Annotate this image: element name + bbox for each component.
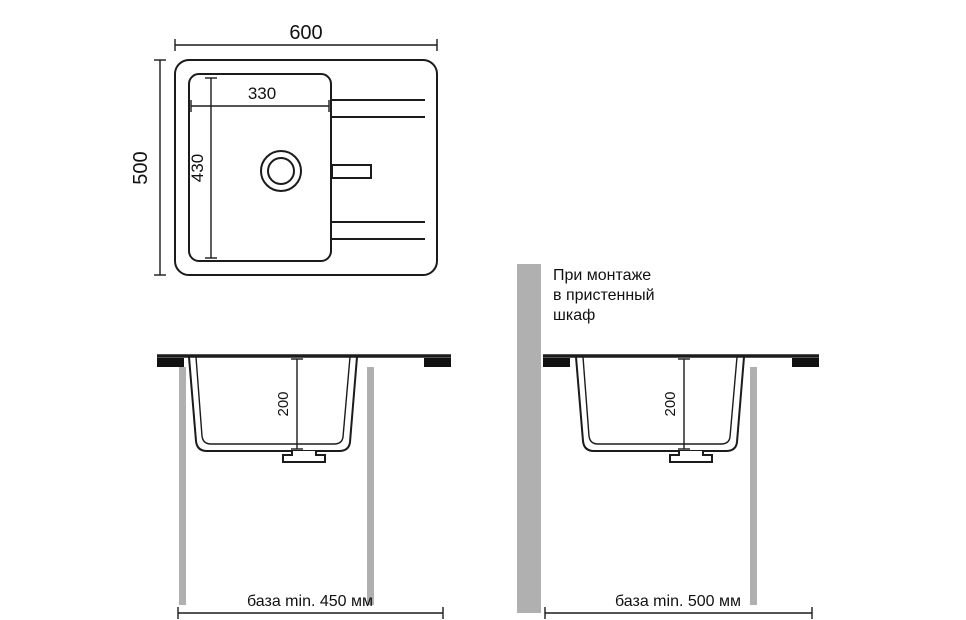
cabinet-leg-left — [179, 367, 186, 605]
dim-bowl-height: 200 — [662, 358, 690, 450]
bowl-inner-wall — [195, 356, 351, 445]
drain-outer-ring — [260, 150, 302, 192]
faucet-hole — [331, 164, 372, 179]
bowl-inner-wall — [582, 356, 738, 445]
dim-bowl-depth: 430 — [188, 77, 217, 259]
note-line-3: шкаф — [553, 307, 595, 324]
dim-bowl-height: 200 — [275, 358, 303, 450]
dim-overall-width-label: 600 — [289, 22, 322, 44]
drain-trap — [669, 451, 713, 463]
dim-base-500: база min. 500 мм — [544, 593, 813, 619]
dim-overall-depth-label: 500 — [130, 151, 152, 184]
dim-bowl-height-label: 200 — [275, 391, 292, 416]
mount-clamp-left — [157, 358, 184, 367]
dim-overall-depth: 500 — [130, 59, 166, 276]
dim-bowl-width-label: 330 — [248, 84, 276, 103]
plan-view: 600 500 330 430 — [130, 22, 438, 276]
mounting-note: При монтаже в пристенный шкаф — [553, 267, 655, 324]
dim-base-450-label: база min. 450 мм — [247, 593, 373, 610]
dim-bowl-depth-label: 430 — [188, 154, 207, 182]
bowl-outer-wall — [575, 356, 745, 452]
drainboard — [331, 99, 425, 240]
mount-clamp-right — [792, 358, 819, 367]
front-section: 200 база min. 450 мм — [157, 354, 451, 619]
dim-base-500-label: база min. 500 мм — [615, 593, 741, 610]
cabinet-leg-right — [367, 367, 374, 605]
note-line-1: При монтаже — [553, 267, 651, 284]
note-line-2: в пристенный — [553, 287, 655, 304]
dim-base-450: база min. 450 мм — [177, 593, 444, 619]
cabinet-leg-right — [750, 367, 757, 605]
dim-bowl-height-label: 200 — [662, 391, 679, 416]
wall-panel — [517, 264, 541, 613]
mount-clamp-left — [543, 358, 570, 367]
wall-section: При монтаже в пристенный шкаф 200 база m… — [517, 264, 819, 619]
dim-bowl-width: 330 — [190, 84, 330, 112]
drain-trap — [282, 451, 326, 463]
sink-outline — [174, 59, 438, 276]
mount-clamp-right — [424, 358, 451, 367]
bowl-outer-wall — [188, 356, 358, 452]
dim-overall-width: 600 — [174, 22, 438, 51]
drain-inner-ring — [267, 157, 295, 185]
